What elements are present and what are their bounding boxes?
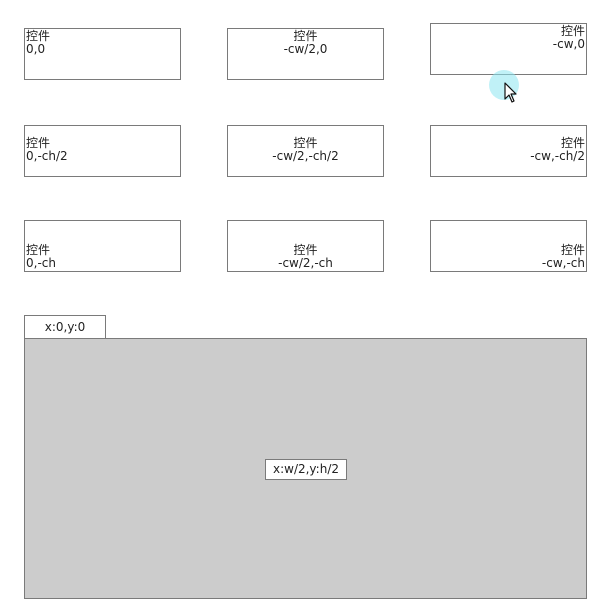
widget-title: 控件 — [293, 243, 318, 257]
widget-coords: -cw,0 — [552, 37, 585, 51]
widget-coords: -cw/2,0 — [283, 42, 328, 56]
cursor-highlight — [489, 70, 519, 100]
widget-cw2-ch2[interactable]: 控件 -cw/2,-ch/2 — [227, 125, 384, 177]
canvas-origin-label: x:0,y:0 — [24, 315, 106, 338]
widget-0-ch2[interactable]: 控件 0,-ch/2 — [24, 125, 181, 177]
widget-cw2-ch[interactable]: 控件 -cw/2,-ch — [227, 220, 384, 272]
mouse-pointer-icon — [504, 82, 517, 103]
widget-cw2-0[interactable]: 控件 -cw/2,0 — [227, 28, 384, 80]
widget-title: 控件 — [560, 243, 585, 257]
widget-coords: -cw,-ch — [541, 256, 585, 270]
widget-title: 控件 — [560, 24, 585, 38]
widget-title: 控件 — [293, 29, 318, 43]
canvas-area[interactable]: x:w/2,y:h/2 — [24, 338, 587, 599]
widget-cw-ch[interactable]: 控件 -cw,-ch — [430, 220, 587, 272]
widget-title: 控件 — [293, 136, 318, 150]
canvas-center-marker[interactable]: x:w/2,y:h/2 — [265, 459, 347, 480]
widget-coords: 0,-ch — [26, 256, 56, 270]
widget-coords: -cw/2,-ch/2 — [272, 149, 339, 163]
widget-title: 控件 — [26, 243, 51, 257]
widget-cw-ch2[interactable]: 控件 -cw,-ch/2 — [430, 125, 587, 177]
widget-title: 控件 — [26, 136, 51, 150]
widget-title: 控件 — [26, 29, 51, 43]
widget-cw-0[interactable]: 控件 -cw,0 — [430, 23, 587, 75]
widget-title: 控件 — [560, 136, 585, 150]
widget-0-0[interactable]: 控件 0,0 — [24, 28, 181, 80]
widget-coords: -cw/2,-ch — [278, 256, 333, 270]
widget-coords: -cw,-ch/2 — [530, 149, 585, 163]
widget-0-ch[interactable]: 控件 0,-ch — [24, 220, 181, 272]
widget-coords: 0,0 — [26, 42, 46, 56]
widget-coords: 0,-ch/2 — [26, 149, 68, 163]
